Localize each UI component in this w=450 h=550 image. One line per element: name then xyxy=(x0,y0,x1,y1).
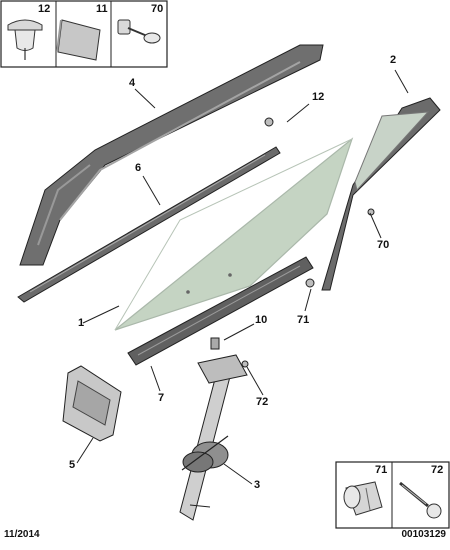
callout-2: 2 xyxy=(390,54,397,66)
bottom-parts-box xyxy=(335,461,450,529)
leader-7 xyxy=(150,365,161,392)
fixed-glass xyxy=(354,111,430,192)
regulator-bracket xyxy=(62,365,122,442)
leader-71 xyxy=(304,288,312,312)
leader-5 xyxy=(76,437,94,464)
leader-3 xyxy=(223,463,253,485)
callout-7: 7 xyxy=(158,392,165,404)
callout-70: 70 xyxy=(377,239,390,251)
door-frame-seal xyxy=(19,44,324,266)
small-part-10 xyxy=(210,337,220,350)
leader-lines xyxy=(76,69,409,485)
callout-71: 71 xyxy=(297,314,310,326)
box-label-12: 12 xyxy=(38,3,51,15)
box-label-72: 72 xyxy=(431,464,444,476)
outer-belt-seal xyxy=(127,256,314,366)
leader-1 xyxy=(82,305,120,324)
adhesive-pad-icon xyxy=(56,19,101,61)
leader-10 xyxy=(223,323,255,341)
leader-2 xyxy=(394,69,409,94)
leader-6 xyxy=(142,175,161,206)
top-box-frame xyxy=(0,0,168,68)
callout-12: 12 xyxy=(312,91,325,103)
small-bolt-72 xyxy=(241,360,249,368)
bolt-icon xyxy=(399,481,442,519)
window-regulator xyxy=(179,354,248,521)
box-label-70: 70 xyxy=(151,3,164,15)
footer-code: 00103129 xyxy=(401,529,447,540)
footer-date: 11/2014 xyxy=(4,529,40,540)
leader-12 xyxy=(286,103,310,123)
box-label-11: 11 xyxy=(96,3,108,15)
small-clip-12 xyxy=(264,117,274,127)
leader-70 xyxy=(369,212,382,239)
inner-belt-seal xyxy=(17,146,281,303)
rivet-icon xyxy=(117,19,161,44)
push-clip-icon xyxy=(7,19,43,60)
box-label-71: 71 xyxy=(375,464,388,476)
callout-1: 1 xyxy=(78,317,85,329)
callout-6: 6 xyxy=(135,162,142,174)
leader-72 xyxy=(246,366,264,396)
small-clip-71 xyxy=(305,278,315,288)
glass-hole-1 xyxy=(186,290,190,294)
callout-3: 3 xyxy=(254,479,261,491)
callout-5: 5 xyxy=(69,459,76,471)
callout-10: 10 xyxy=(255,314,268,326)
callout-4: 4 xyxy=(129,77,136,89)
glass-hole-2 xyxy=(228,273,232,277)
top-parts-box xyxy=(0,0,168,68)
callout-72: 72 xyxy=(256,396,269,408)
leader-4 xyxy=(134,88,156,109)
nut-clip-icon xyxy=(343,481,383,516)
door-glass xyxy=(114,137,354,331)
